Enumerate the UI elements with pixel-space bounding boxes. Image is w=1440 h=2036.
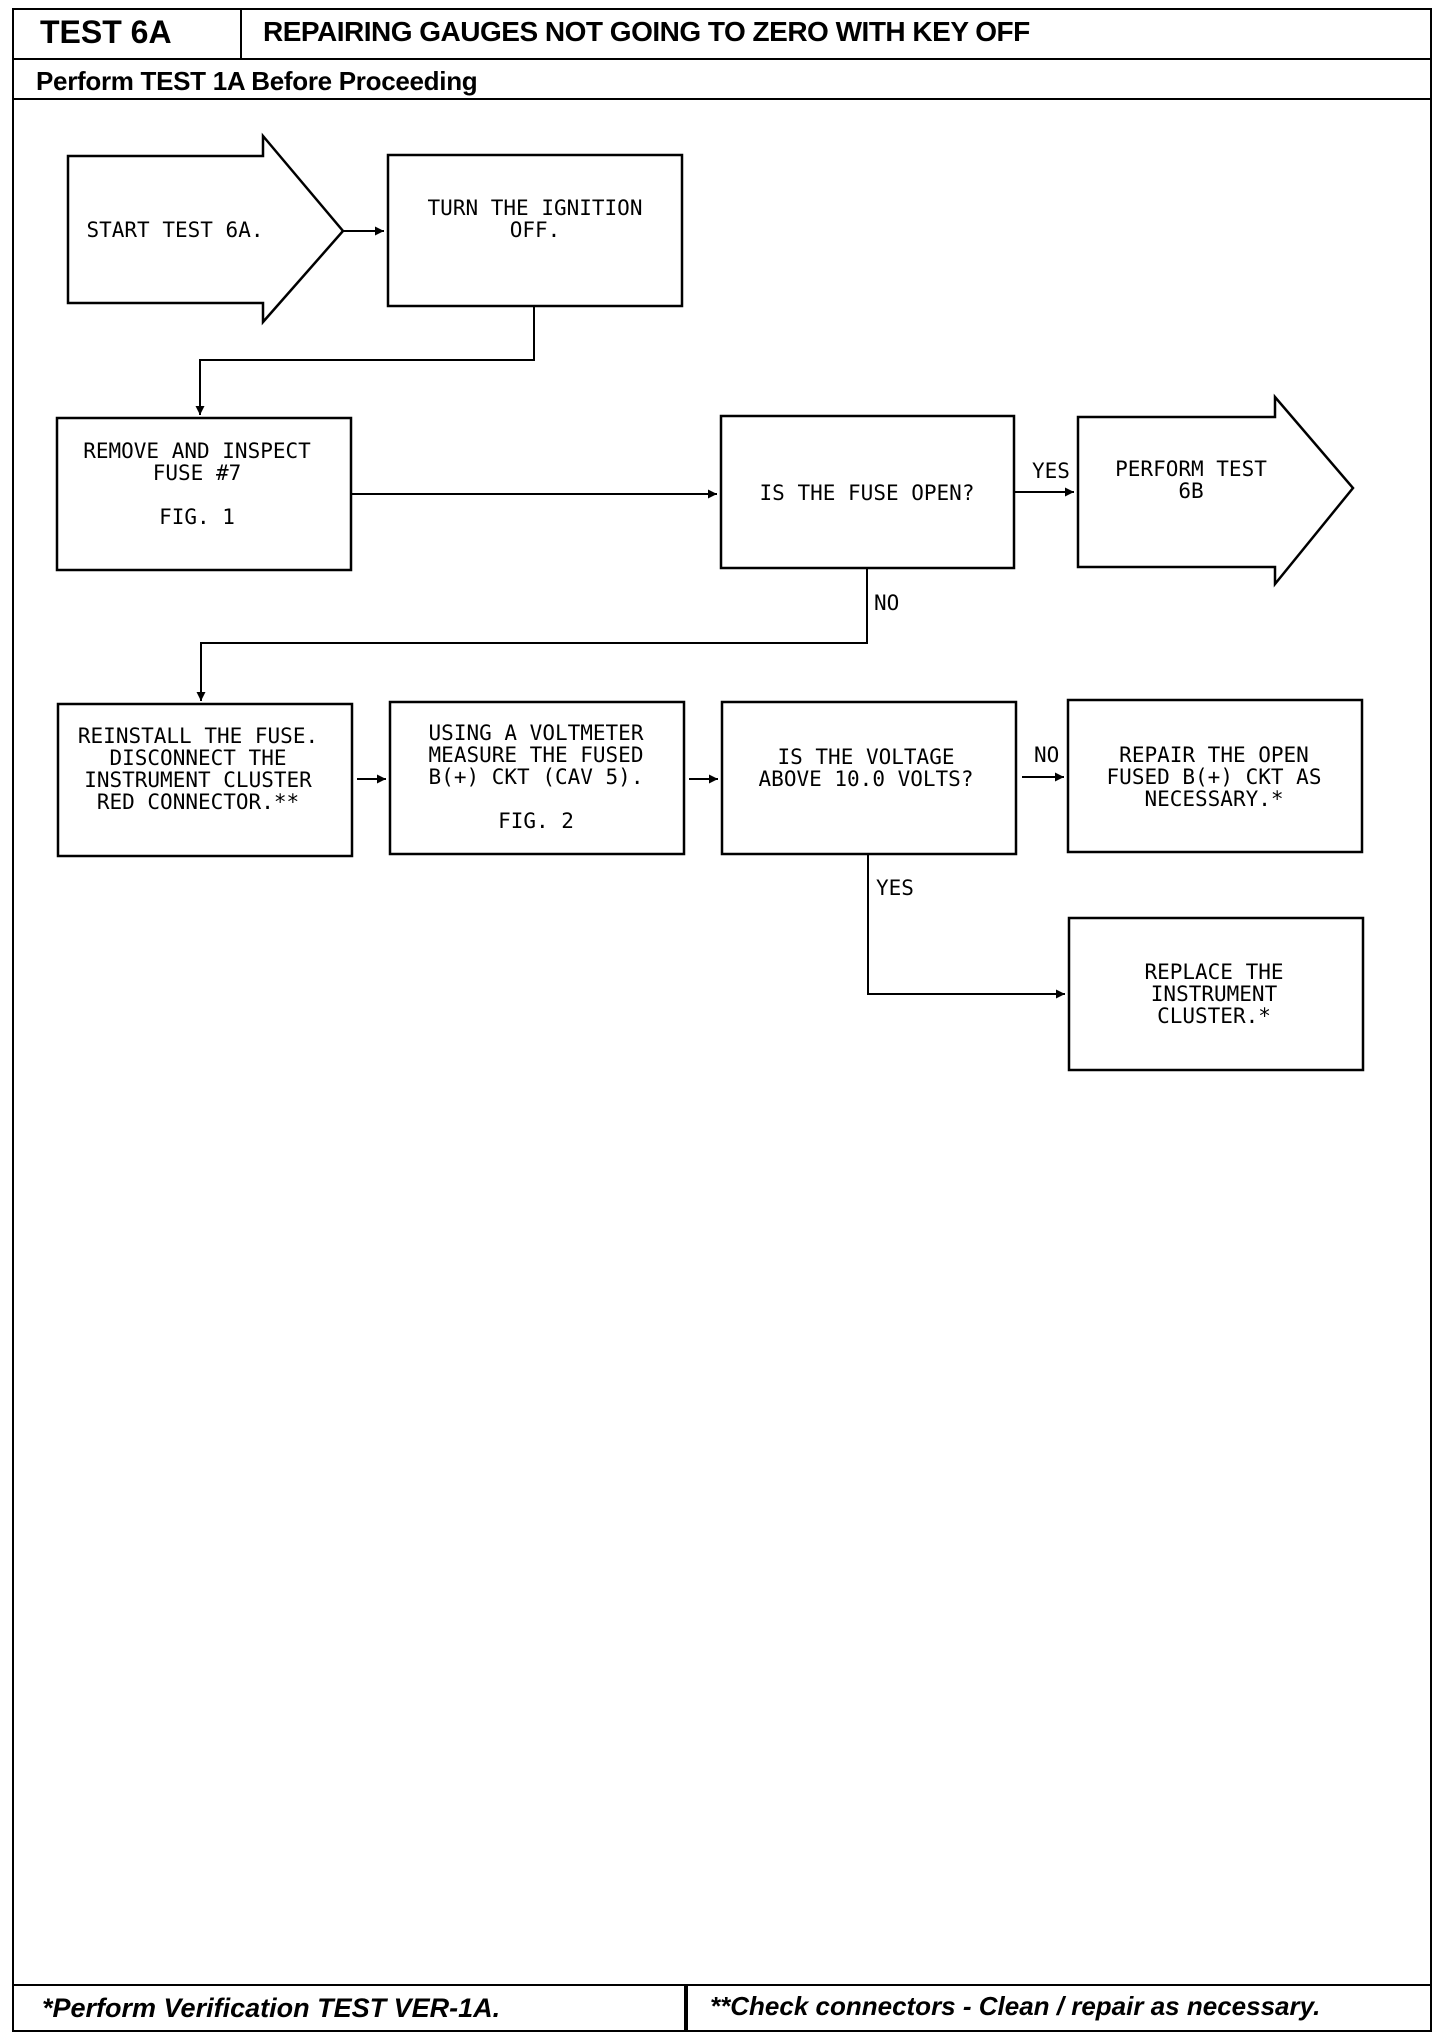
fuse-open-text: IS THE FUSE OPEN? (760, 481, 975, 505)
connector-voltage-yes (867, 854, 1065, 999)
box-text-line: REMOVE AND INSPECT (83, 439, 311, 463)
box-text-line: REPAIR THE OPEN (1119, 743, 1309, 767)
no-label-voltage: NO (1034, 743, 1059, 767)
footer-row (12, 1984, 1432, 2032)
voltmeter-box (388, 700, 686, 856)
yes-label-fuse: YES (1032, 459, 1070, 483)
box-text-line: DISCONNECT THE (109, 746, 286, 770)
box-text-line: START TEST 6A. (86, 218, 263, 242)
test-id: TEST 6A (40, 14, 172, 50)
box-text-line: PERFORM TEST (1115, 457, 1267, 481)
box-text-line: FIG. 2 (498, 809, 574, 833)
subtitle-row (12, 58, 1432, 100)
perform-6b-arrow-shape (1076, 393, 1355, 588)
connector-decision-no (196, 568, 868, 701)
ignition-box (386, 153, 684, 308)
no-label-fuse: NO (874, 591, 899, 615)
box-text-line: 6B (1178, 479, 1203, 503)
box-text-line: B(+) CKT (CAV 5). (429, 765, 644, 789)
start-arrow-shape (66, 132, 345, 326)
box-text-line: RED CONNECTOR.** (97, 790, 299, 814)
box-text-line: MEASURE THE FUSED (429, 743, 644, 767)
box-text-line: OFF. (510, 218, 561, 242)
box-text-line: FIG. 1 (159, 505, 235, 529)
replace-box (1067, 916, 1365, 1072)
box-text-line: REINSTALL THE FUSE. (78, 724, 318, 748)
box-text-line: FUSED B(+) CKT AS (1107, 765, 1322, 789)
footer-right-note: **Check connectors - Clean / repair as n… (710, 1991, 1321, 2021)
fuse-inspect-box (55, 416, 353, 572)
box-text-line: USING A VOLTMETER (429, 721, 644, 745)
reinstall-box (56, 702, 354, 858)
box-text-line: REPLACE THE (1144, 960, 1283, 984)
start-text: START TEST 6A. (86, 218, 263, 242)
subtitle: Perform TEST 1A Before Proceeding (36, 66, 478, 96)
fuse-open-decision-box (719, 414, 1016, 570)
box-text-line: IS THE VOLTAGE (777, 745, 954, 769)
box-text-line: INSTRUMENT (1151, 982, 1278, 1006)
box-text-line: TURN THE IGNITION (428, 196, 643, 220)
voltage-decision-box (720, 700, 1018, 856)
footer-divider (684, 1984, 688, 2032)
box-text-line: INSTRUMENT CLUSTER (84, 768, 312, 792)
yes-label-voltage: YES (876, 876, 914, 900)
box-text-line: ABOVE 10.0 VOLTS? (759, 767, 974, 791)
box-text-line: IS THE FUSE OPEN? (760, 481, 975, 505)
connector-ignition-to-fuse (195, 306, 535, 415)
box-text-line: FUSE #7 (153, 461, 242, 485)
box-text-line: CLUSTER.* (1157, 1004, 1271, 1028)
footer-left-note: *Perform Verification TEST VER-1A. (42, 1993, 501, 2023)
repair-box (1066, 698, 1364, 854)
page-title: REPAIRING GAUGES NOT GOING TO ZERO WITH … (263, 16, 1030, 47)
box-text-line: NECESSARY.* (1144, 787, 1283, 811)
